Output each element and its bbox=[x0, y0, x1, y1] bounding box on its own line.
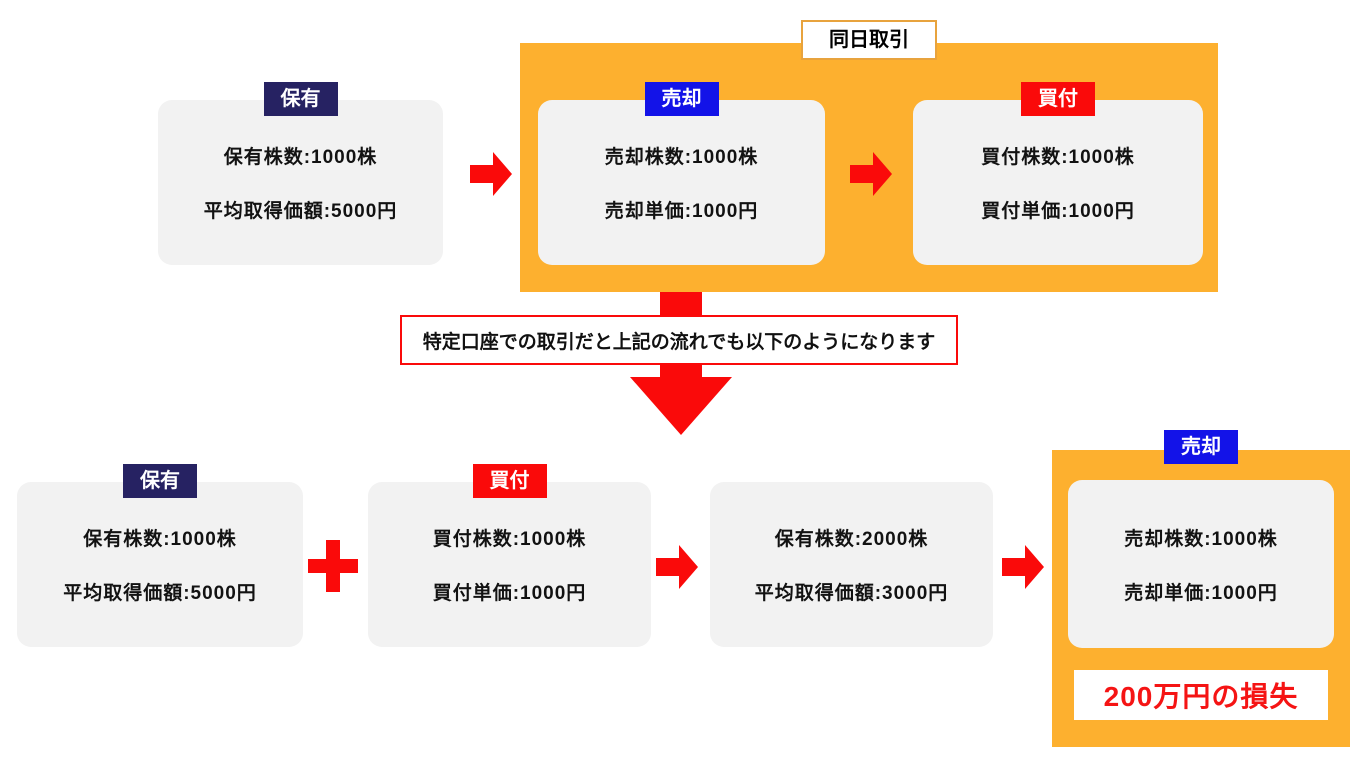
bottom-sell-tag: 売却 bbox=[1164, 430, 1238, 464]
bottom-sell-group: 売却 売却株数:1000株 売却単価:1000円 200万円の損失 bbox=[1052, 430, 1350, 747]
same-day-trade-group: 同日取引 売却 売却株数:1000株 売却単価:1000円 買付 買付株数:10… bbox=[520, 20, 1218, 292]
top-sell-box: 売却 売却株数:1000株 売却単価:1000円 bbox=[538, 82, 825, 265]
loss-badge: 200万円の損失 bbox=[1074, 670, 1328, 720]
holding-shares-line: 保有株数:1000株 bbox=[83, 529, 237, 550]
right-arrow-icon bbox=[1002, 545, 1044, 589]
note-box: 特定口座での取引だと上記の流れでも以下のようになります bbox=[400, 315, 958, 365]
right-arrow-icon bbox=[470, 152, 512, 196]
bottom-buy-box: 買付 買付株数:1000株 買付単価:1000円 bbox=[368, 464, 651, 647]
result-shares-line: 保有株数:2000株 bbox=[774, 529, 929, 550]
holding-avg-price-line: 平均取得価額:5000円 bbox=[203, 201, 398, 222]
top-holding-tag: 保有 bbox=[263, 82, 338, 116]
buy-price-line: 買付単価:1000円 bbox=[432, 583, 587, 604]
plus-icon bbox=[308, 540, 358, 592]
sell-shares-line: 売却株数:1000株 bbox=[1124, 528, 1278, 550]
holding-shares-line: 保有株数:1000株 bbox=[223, 147, 378, 168]
down-arrow-head-icon bbox=[630, 377, 732, 435]
right-arrow-icon bbox=[656, 545, 698, 589]
top-buy-tag: 買付 bbox=[1021, 82, 1095, 116]
top-holding-box: 保有 保有株数:1000株 平均取得価額:5000円 bbox=[158, 82, 443, 265]
bottom-result-box: 保有株数:2000株 平均取得価額:3000円 bbox=[710, 482, 993, 647]
sell-price-line: 売却単価:1000円 bbox=[604, 201, 759, 222]
top-sell-tag: 売却 bbox=[644, 82, 719, 116]
holding-avg-price-line: 平均取得価額:5000円 bbox=[63, 583, 257, 604]
bottom-buy-tag: 買付 bbox=[472, 464, 547, 498]
top-buy-box: 買付 買付株数:1000株 買付単価:1000円 bbox=[913, 82, 1203, 265]
buy-price-line: 買付単価:1000円 bbox=[981, 201, 1135, 222]
sell-shares-line: 売却株数:1000株 bbox=[604, 147, 759, 168]
buy-shares-line: 買付株数:1000株 bbox=[981, 147, 1135, 168]
right-arrow-icon bbox=[850, 152, 892, 196]
bottom-sell-box: 売却株数:1000株 売却単価:1000円 bbox=[1068, 480, 1334, 648]
sell-price-line: 売却単価:1000円 bbox=[1124, 582, 1278, 604]
bottom-holding-tag: 保有 bbox=[123, 464, 197, 498]
result-avg-price-line: 平均取得価額:3000円 bbox=[754, 583, 949, 604]
same-day-trade-title: 同日取引 bbox=[801, 20, 937, 60]
bottom-holding-box: 保有 保有株数:1000株 平均取得価額:5000円 bbox=[17, 464, 303, 647]
buy-shares-line: 買付株数:1000株 bbox=[432, 529, 587, 550]
